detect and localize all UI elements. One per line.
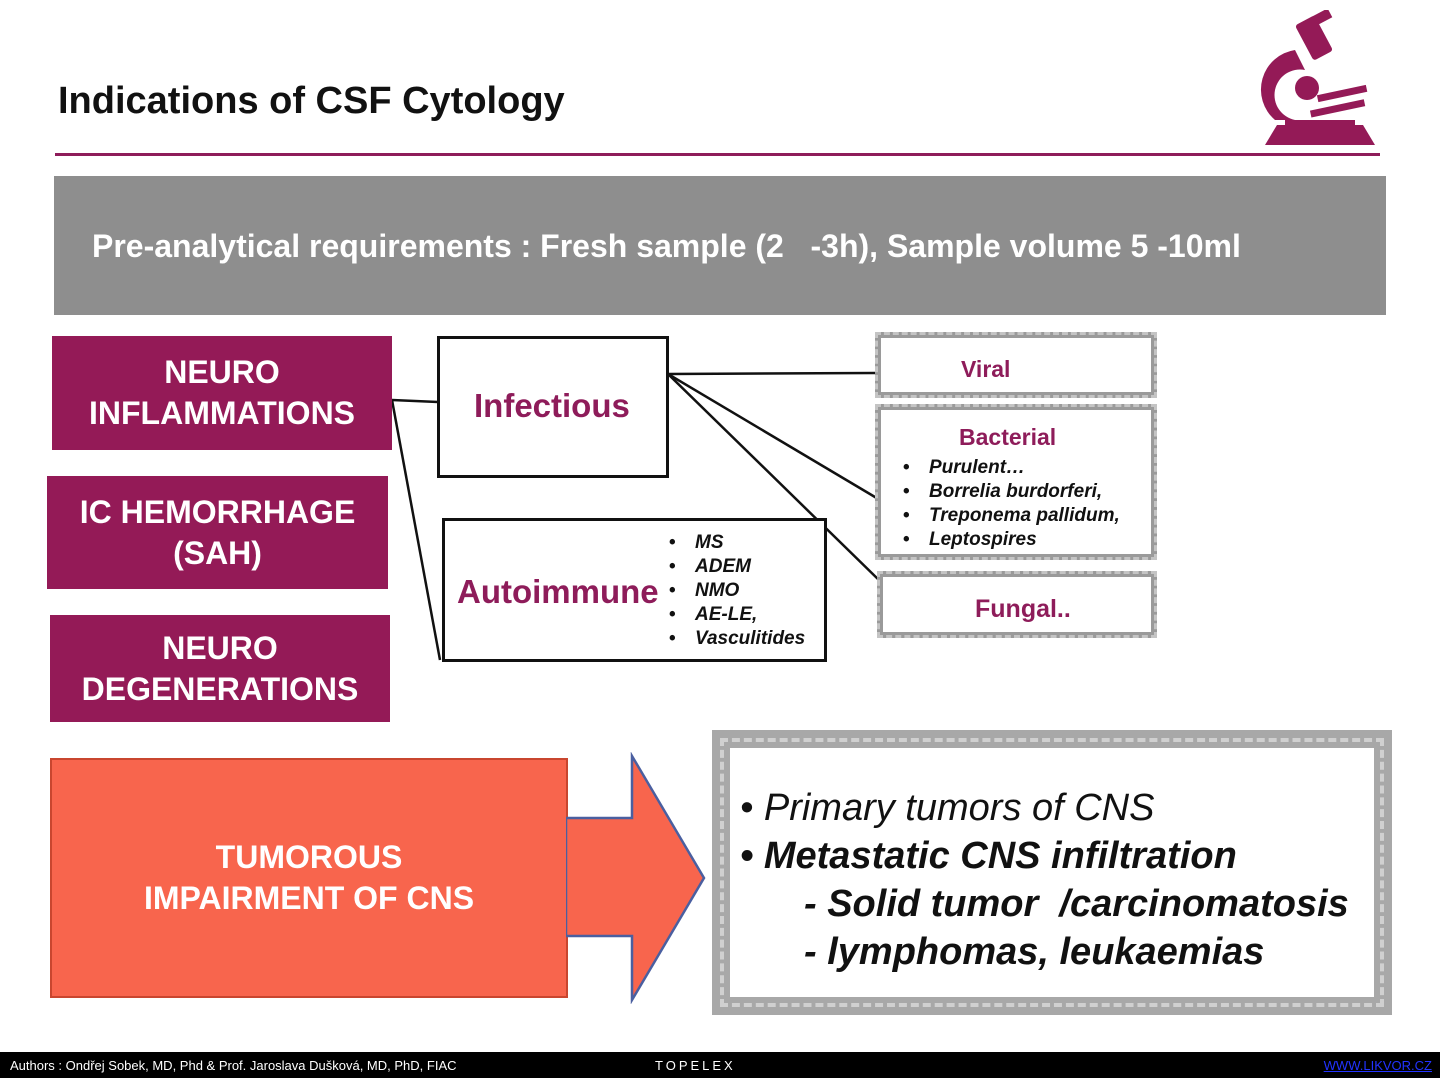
category-neuro-degenerations-label: NEURO DEGENERATIONS [81,629,359,707]
category-neuro-inflammations-label: NEURO INFLAMMATIONS [88,354,356,431]
category-neuro-degenerations: NEURO DEGENERATIONS [50,615,390,722]
list-item: • Metastatic CNS infiltration [740,835,1237,877]
bacterial-label: Bacterial [959,424,1057,450]
list-item: ADEM [669,555,805,579]
infectious-label: Infectious [474,387,630,424]
footer-link[interactable]: WWW.LIKVOR.CZ [1323,1058,1432,1073]
tumorous-impairment-box: TUMOROUS IMPAIRMENT OF CNS [50,758,568,998]
list-item: MS [669,531,805,555]
requirements-banner [54,176,1386,315]
autoimmune-list: MS ADEM NMO AE-LE, Vasculitides [669,531,805,651]
viral-box: Viral [875,332,1157,398]
list-item: AE-LE, [669,603,805,627]
list-item: • Primary tumors of CNS [740,787,1155,829]
page-title: Indications of CSF Cytology [58,80,565,122]
requirements-text: Pre-analytical requirements : Fresh samp… [92,228,1241,264]
fungal-box: Fungal.. [877,571,1157,638]
microscope-icon [1260,10,1375,145]
viral-label: Viral [961,356,1011,382]
footer-authors: Authors : Ondřej Sobek, MD, Phd & Prof. … [10,1058,457,1073]
title-divider [55,153,1380,156]
infectious-box: Infectious [437,336,669,478]
list-item: Vasculitides [669,627,805,651]
list-item: Leptospires [903,528,1120,552]
tumor-types-frame [712,730,1392,1015]
arrow-right-icon [566,752,706,1004]
bacterial-list: Purulent… Borrelia burdorferi, Treponema… [903,456,1120,552]
fungal-label: Fungal.. [975,595,1071,623]
footer-bar: Authors : Ondřej Sobek, MD, Phd & Prof. … [0,1052,1440,1078]
autoimmune-label: Autoimmune [457,573,659,610]
footer-brand: TOPELEX [655,1058,736,1073]
list-item: Purulent… [903,456,1120,480]
list-item: - lymphomas, leukaemias [804,931,1265,973]
list-item: NMO [669,579,805,603]
category-neuro-inflammations: NEURO INFLAMMATIONS [52,336,392,450]
list-item: Borrelia burdorferi, [903,480,1120,504]
list-item: Treponema pallidum, [903,504,1120,528]
category-ic-hemorrhage-label: IC HEMORRHAGE (SAH) [79,493,356,571]
tumor-types-list: • Primary tumors of CNS • Metastatic CNS… [740,784,1349,976]
tumorous-impairment-label: TUMOROUS IMPAIRMENT OF CNS [143,839,475,916]
bacterial-box: Bacterial Purulent… Borrelia burdorferi,… [875,404,1157,560]
autoimmune-box: Autoimmune MS ADEM NMO AE-LE, Vasculitid… [442,518,827,662]
list-item: - Solid tumor /carcinomatosis [804,883,1349,925]
category-ic-hemorrhage: IC HEMORRHAGE (SAH) [47,476,388,589]
